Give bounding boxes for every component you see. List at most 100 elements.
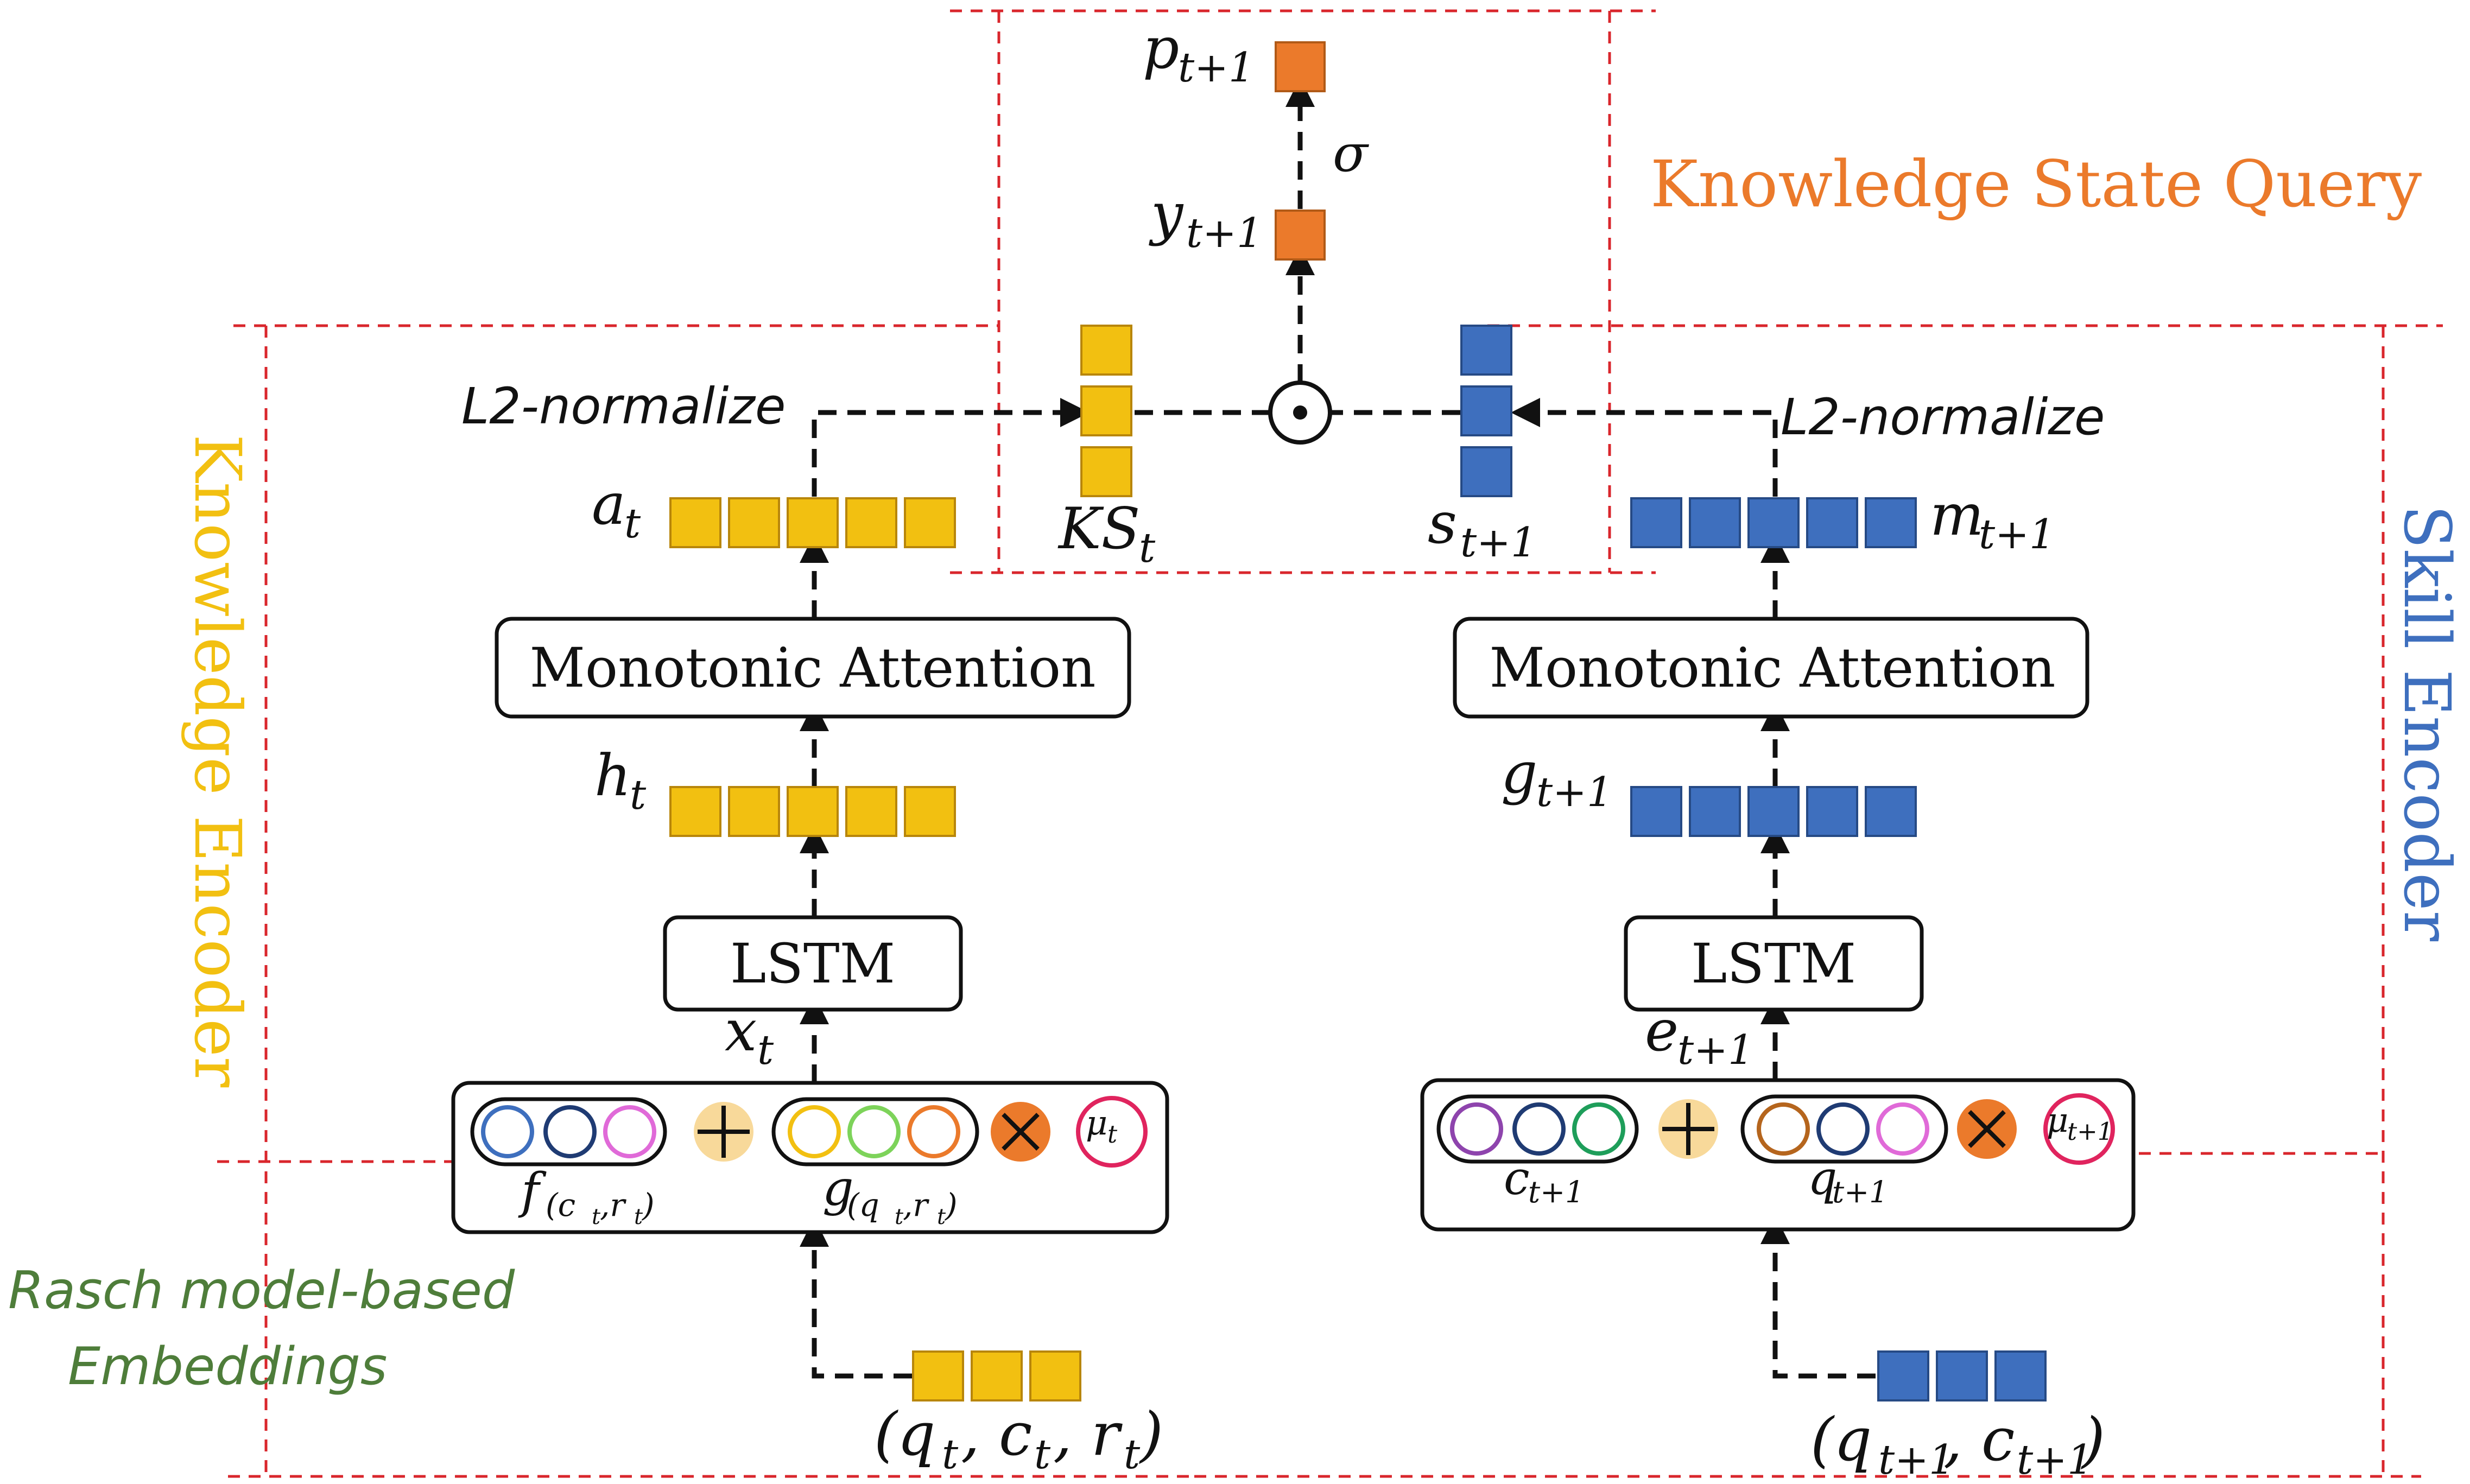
c-ring-3 — [1572, 1102, 1625, 1156]
g-label-right: g — [1501, 740, 1537, 806]
p-cell — [1275, 41, 1326, 92]
times-icon — [1002, 1113, 1040, 1151]
left-monotonic-attention-label: Monotonic Attention — [530, 636, 1096, 700]
mu-label-left: μ — [1086, 1103, 1107, 1143]
left-input-end: ) — [1139, 1399, 1163, 1469]
times-icon — [1968, 1110, 2006, 1148]
left-input-sub1: t — [942, 1430, 959, 1478]
mu-sub-right: t+1 — [2067, 1117, 2113, 1146]
right-input-mid: , c — [1943, 1405, 2015, 1474]
embeddings-label-line2: Embeddings — [68, 1337, 387, 1397]
vector-cell — [669, 786, 721, 837]
right-g-vector — [1630, 786, 1917, 837]
c-sub: t+1 — [1528, 1175, 1584, 1209]
f-sub-end: ) — [641, 1187, 655, 1223]
knowledge-encoder-label: Knowledge Encoder — [180, 434, 255, 1088]
mu-ring-left — [1076, 1096, 1148, 1168]
c-ring-1 — [1450, 1102, 1503, 1156]
left-a-vector — [669, 497, 956, 548]
g-subsub1-left: t — [895, 1204, 904, 1229]
f-sub: (c — [546, 1187, 575, 1223]
s-vector — [1460, 325, 1512, 497]
vector-cell — [1865, 497, 1917, 548]
f-capsule — [470, 1097, 667, 1166]
left-monotonic-attention-box — [495, 617, 1131, 719]
vector-cell — [1865, 786, 1917, 837]
left-input-sub3: t — [1124, 1430, 1141, 1478]
vector-cell — [1460, 446, 1512, 497]
g-ring-2 — [847, 1105, 901, 1158]
vector-cell — [787, 786, 839, 837]
p-label: p — [1143, 15, 1179, 81]
g-sub-end-left: ) — [944, 1187, 958, 1223]
vector-cell — [1029, 1350, 1081, 1401]
vector-cell — [1877, 1350, 1929, 1401]
left-input-vector — [912, 1350, 1081, 1401]
skill-encoder-label: Skill Encoder — [2390, 505, 2465, 942]
f-subsub1: t — [592, 1204, 601, 1229]
l2-normalize-left: L2-normalize — [461, 377, 786, 435]
vector-cell — [1994, 1350, 2047, 1401]
left-h-vector — [669, 786, 956, 837]
f-ring-2 — [543, 1105, 597, 1158]
right-lstm-box — [1624, 915, 1924, 1012]
y-label: y — [1149, 181, 1184, 247]
g-label-left: g — [822, 1160, 854, 1217]
e-sub: t+1 — [1677, 1026, 1754, 1074]
mu-ring-right — [2043, 1093, 2115, 1165]
q-sub: t+1 — [1832, 1175, 1888, 1209]
plus-icon — [698, 1106, 750, 1158]
vector-cell — [669, 497, 721, 548]
left-lstm-label: LSTM — [730, 932, 895, 995]
right-input-sub2: t+1 — [2017, 1436, 2093, 1483]
g-ring-1 — [788, 1105, 841, 1158]
f-ring-1 — [481, 1105, 534, 1158]
right-m-vector — [1630, 497, 1917, 548]
a-sub: t — [624, 499, 641, 547]
g-subsub2-left: t — [937, 1204, 946, 1229]
vector-cell — [1806, 497, 1858, 548]
vector-cell — [1080, 325, 1132, 376]
vector-cell — [912, 1350, 964, 1401]
q-capsule — [1740, 1094, 1948, 1164]
g-ring-3 — [907, 1105, 960, 1158]
vector-cell — [1806, 786, 1858, 837]
right-m-to-s-arrow — [1511, 398, 1778, 497]
vector-cell — [845, 497, 897, 548]
vector-cell — [728, 786, 780, 837]
y-cell — [1275, 210, 1326, 261]
vector-cell — [1747, 497, 1800, 548]
left-input-label: (q — [874, 1399, 935, 1469]
q-label: q — [1808, 1152, 1837, 1206]
right-input-vector — [1877, 1350, 2047, 1401]
s-sub: t+1 — [1460, 518, 1537, 566]
left-input-mid1: , c — [961, 1399, 1033, 1469]
p-sub: t+1 — [1178, 43, 1255, 91]
m-label: m — [1930, 482, 1984, 548]
vector-cell — [1936, 1350, 1988, 1401]
vector-cell — [1630, 497, 1682, 548]
product-dot — [1293, 405, 1307, 420]
skill-encoder-border — [1194, 324, 2443, 1478]
embeddings-label-line1: Rasch model-based — [8, 1261, 515, 1321]
right-lstm-label: LSTM — [1691, 932, 1856, 995]
x-sub: t — [757, 1026, 774, 1074]
vector-cell — [904, 786, 956, 837]
s-label: s — [1428, 490, 1457, 556]
h-label: h — [594, 743, 631, 809]
vector-cell — [1080, 385, 1132, 436]
vector-cell — [1630, 786, 1682, 837]
vector-cell — [1747, 786, 1800, 837]
l2-normalize-right: L2-normalize — [1781, 388, 2105, 446]
g-sub-mid-left: ,r — [903, 1187, 929, 1223]
f-ring-3 — [603, 1105, 656, 1158]
vector-cell — [728, 497, 780, 548]
query-region-border — [950, 9, 1656, 574]
plus-icon — [1662, 1103, 1714, 1155]
q-ring-2 — [1816, 1102, 1870, 1156]
region-borders — [217, 9, 2443, 1478]
ks-vector — [1080, 325, 1132, 497]
e-label: e — [1645, 998, 1679, 1064]
right-input-sub1: t+1 — [1878, 1436, 1955, 1483]
